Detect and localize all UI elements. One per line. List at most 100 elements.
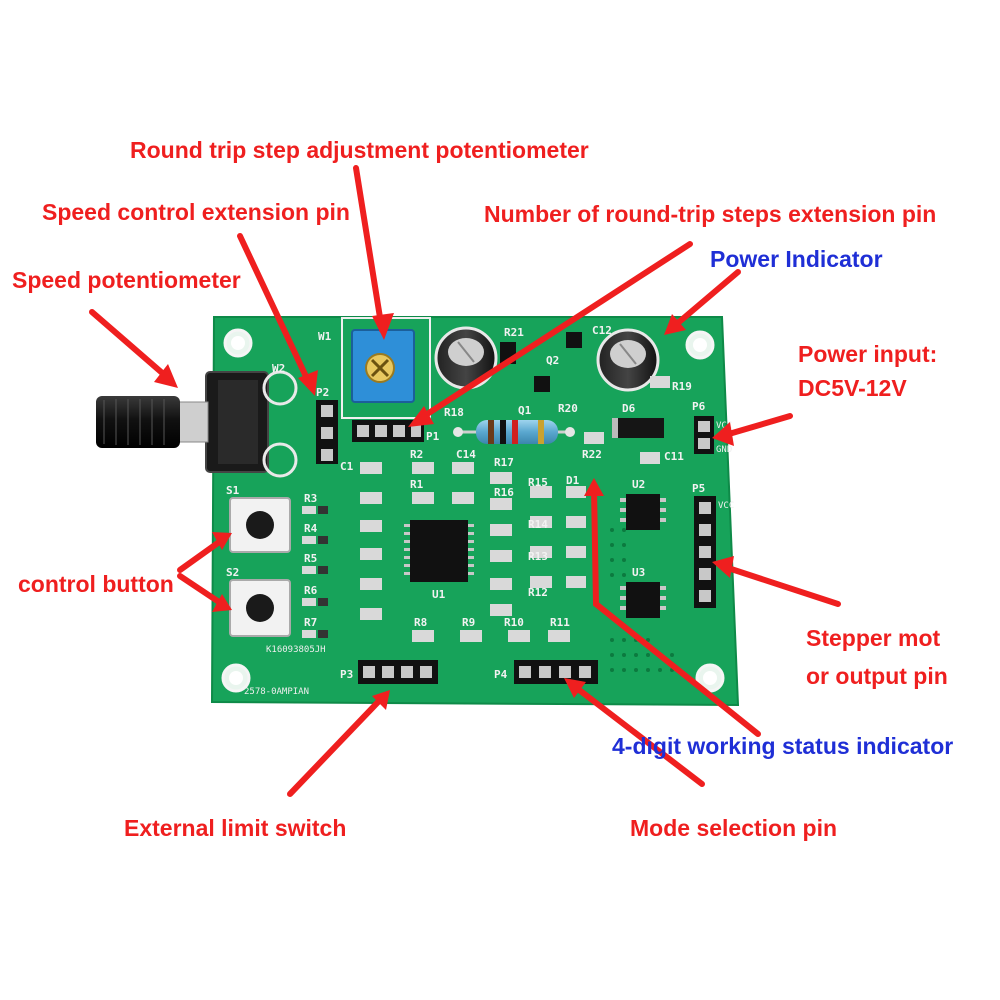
label-speed-pot: Speed potentiometer <box>12 267 241 293</box>
arrow-speed-ext-pin <box>237 233 313 388</box>
label-power-indicator: Power Indicator <box>710 246 883 272</box>
arrowhead-stepper-output <box>712 556 734 578</box>
arrowheads <box>154 313 734 710</box>
arrowhead-speed-pot <box>154 364 178 388</box>
silk-p3: P3 <box>340 668 353 681</box>
silk-model: 2578-0AMPIAN <box>244 687 309 697</box>
silk-vcc-p5: VCC <box>718 501 734 511</box>
silk-r4: R4 <box>304 522 318 535</box>
silk-d6: D6 <box>622 402 636 415</box>
silk-p5: P5 <box>692 482 705 495</box>
arrow-power-indicator <box>669 269 741 331</box>
arrow-round-trip-pot <box>353 165 385 333</box>
silk-r9: R9 <box>462 616 475 629</box>
callout-arrows <box>89 165 841 797</box>
silk-vcc-p6: VCC <box>716 421 732 431</box>
arrow-limit-switch <box>287 697 383 797</box>
silk-p1: P1 <box>426 430 440 443</box>
silk-u1: U1 <box>432 588 446 601</box>
silk-r13: R13 <box>528 550 548 563</box>
silk-d1: D1 <box>566 474 580 487</box>
label-stepper-line2: or output pin <box>806 663 948 689</box>
label-status-indicator: 4-digit working status indicator <box>612 733 954 759</box>
arrow-control-button-s2 <box>177 573 225 607</box>
silk-w2: W2 <box>272 362 285 375</box>
label-speed-ext-pin: Speed control extension pin <box>42 199 350 225</box>
label-limit-switch: External limit switch <box>124 815 347 841</box>
silk-r8: R8 <box>414 616 427 629</box>
silk-r14: R14 <box>528 518 548 531</box>
silk-u2: U2 <box>632 478 645 491</box>
silk-s1: S1 <box>226 484 240 497</box>
label-power-input-line2: DC5V-12V <box>798 375 907 401</box>
smd-components <box>302 376 670 642</box>
silk-c11: C11 <box>664 450 684 463</box>
silk-s2: S2 <box>226 566 239 579</box>
silk-r19: R19 <box>672 380 692 393</box>
silk-r20: R20 <box>558 402 578 415</box>
silk-r7: R7 <box>304 616 317 629</box>
silk-p6: P6 <box>692 400 706 413</box>
silk-w1: W1 <box>318 330 332 343</box>
arrowhead-round-trip-pot <box>372 313 394 340</box>
silk-u3: U3 <box>632 566 645 579</box>
p4-header <box>514 660 598 684</box>
silk-p2: P2 <box>316 386 329 399</box>
silk-q2: Q2 <box>546 354 559 367</box>
arrow-stepper-output <box>719 563 841 607</box>
p6-power-header <box>694 416 714 454</box>
label-control-button: control button <box>18 571 174 597</box>
silk-r22: R22 <box>582 448 602 461</box>
diode-d6 <box>612 418 664 438</box>
arrow-steps-ext-pin <box>415 241 693 423</box>
silk-r12: R12 <box>528 586 548 599</box>
push-button-s1 <box>229 497 291 553</box>
silk-r1: R1 <box>410 478 424 491</box>
chip-u2 <box>620 494 666 530</box>
arrow-power-input <box>719 413 793 439</box>
silk-r15: R15 <box>528 476 548 489</box>
silk-serial: K16093805JH <box>266 645 326 655</box>
arrowhead-control-button-s2 <box>212 594 232 612</box>
arrowhead-steps-ext-pin <box>408 406 434 427</box>
chip-u1 <box>404 520 474 582</box>
silk-r6: R6 <box>304 584 318 597</box>
silk-gnd-p6: GND <box>716 445 732 455</box>
pcb-board <box>210 316 740 707</box>
arrowhead-control-button-s1 <box>212 532 232 550</box>
silk-r18: R18 <box>444 406 464 419</box>
silk-c1: C1 <box>340 460 354 473</box>
arrow-speed-pot <box>89 309 171 381</box>
resistor-r18 <box>453 420 575 444</box>
round-trip-trim-potentiometer <box>351 329 415 403</box>
arrowhead-limit-switch <box>372 690 390 710</box>
silk-c12: C12 <box>592 324 612 337</box>
arrow-status-indicator <box>591 485 761 737</box>
label-round-trip-pot: Round trip step adjustment potentiometer <box>130 137 589 163</box>
arrowhead-power-input <box>712 422 734 446</box>
transistors <box>500 332 582 392</box>
silk-r2: R2 <box>410 448 423 461</box>
arrow-control-button-s1 <box>177 537 225 573</box>
silk-p4: P4 <box>494 668 508 681</box>
label-stepper-line1: Stepper mot <box>806 625 941 651</box>
silk-q1: Q1 <box>518 404 532 417</box>
capacitor-left <box>434 326 498 390</box>
arrowhead-status-indicator <box>584 478 604 496</box>
silkscreen-labels: W1 W2 P2 P1 C1 R18 R21 C12 Q2 Q1 R20 R19… <box>226 324 734 697</box>
silk-c14: C14 <box>456 448 476 461</box>
silk-r3: R3 <box>304 492 317 505</box>
silk-r16: R16 <box>494 486 514 499</box>
silk-r21: R21 <box>504 326 524 339</box>
arrowhead-mode-pin <box>564 678 586 698</box>
arrowhead-power-indicator <box>664 314 686 335</box>
p2-header <box>316 400 338 464</box>
speed-potentiometer <box>96 370 298 478</box>
label-power-input-line1: Power input: <box>798 341 938 367</box>
silk-r10: R10 <box>504 616 524 629</box>
arrow-mode-pin <box>571 683 705 787</box>
mounting-holes <box>221 328 725 693</box>
push-button-s2 <box>229 579 291 637</box>
